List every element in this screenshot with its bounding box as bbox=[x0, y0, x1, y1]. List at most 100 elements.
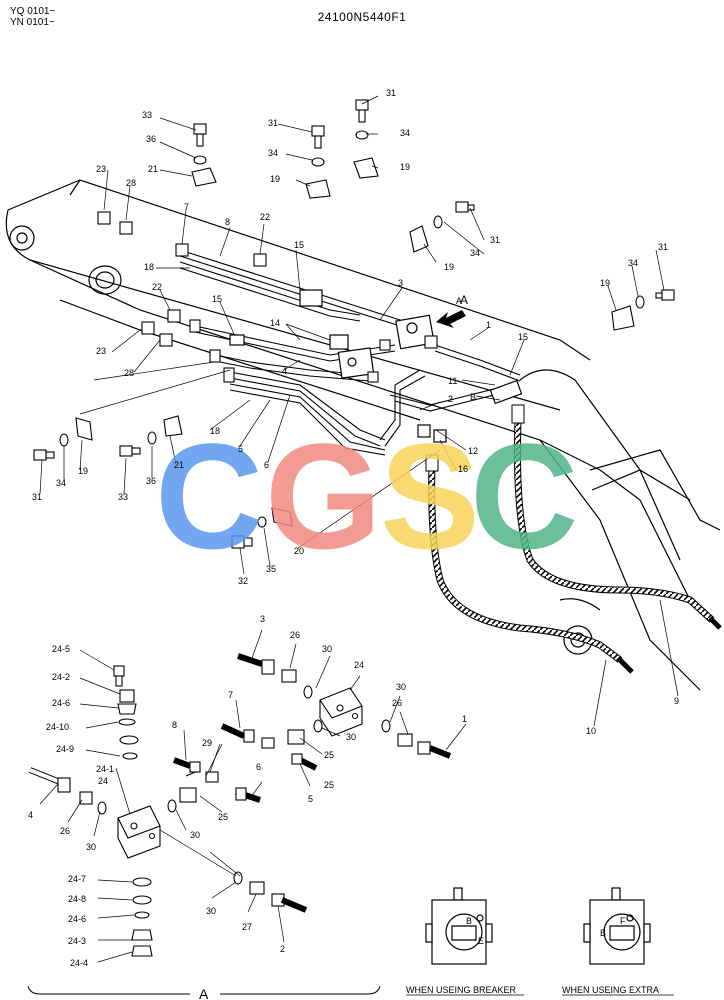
lower-callout: 26 bbox=[290, 630, 300, 640]
lower-callout: 24-1 bbox=[96, 764, 114, 774]
lower-callout: 24-4 bbox=[70, 958, 88, 968]
caption-breaker: WHEN USEING BREAKER bbox=[406, 985, 517, 995]
upper-callout: 11 bbox=[448, 376, 457, 386]
view-arrow-label: A bbox=[460, 293, 468, 307]
lower-callout: 2 bbox=[280, 944, 285, 954]
upper-callout: 31 bbox=[658, 242, 668, 252]
flexible-hoses bbox=[425, 404, 722, 674]
upper-callout: 19 bbox=[400, 162, 410, 172]
upper-callout: 22 bbox=[152, 282, 162, 292]
lower-callout: 24-8 bbox=[68, 894, 86, 904]
upper-callout: 33 bbox=[142, 110, 152, 120]
caption-extra: WHEN USEING EXTRA bbox=[562, 985, 659, 995]
upper-callout: 1 bbox=[486, 320, 491, 330]
upper-callout: 19 bbox=[444, 262, 454, 272]
bolt-33-top bbox=[193, 123, 207, 147]
lower-callout: 25 bbox=[324, 750, 334, 760]
lower-callout: 3 bbox=[260, 614, 265, 624]
lower-callout: 4 bbox=[28, 810, 33, 820]
watermark-letter-1: C bbox=[155, 412, 263, 580]
lower-callout: 29 bbox=[202, 738, 212, 748]
upper-callout: 3 bbox=[398, 278, 403, 288]
upper-callout: 31 bbox=[490, 235, 500, 245]
upper-callout: 9 bbox=[674, 696, 679, 706]
upper-callout: 36 bbox=[146, 134, 156, 144]
upper-callout: 34 bbox=[268, 148, 278, 158]
upper-callout: A bbox=[456, 296, 462, 306]
extra-port-b: B bbox=[600, 928, 606, 938]
lower-callout: 30 bbox=[190, 830, 200, 840]
upper-callout: 31 bbox=[268, 118, 278, 128]
lower-callout: 26 bbox=[60, 826, 70, 836]
upper-callout: 35 bbox=[266, 564, 276, 574]
leader-lines-lower bbox=[39, 629, 467, 963]
upper-callout: 19 bbox=[270, 174, 280, 184]
lower-callout: 8 bbox=[172, 720, 177, 730]
lower-callout: 24-9 bbox=[56, 744, 74, 754]
lower-callout: 7 bbox=[228, 690, 233, 700]
lower-callout: 25 bbox=[324, 780, 334, 790]
watermark: C G S C bbox=[155, 412, 578, 580]
upper-callout: 14 bbox=[270, 318, 280, 328]
lower-callout: 24 bbox=[98, 776, 108, 786]
bolt-31-left bbox=[33, 449, 55, 461]
pipe-fittings bbox=[175, 243, 438, 383]
document-number: 24100N5440F1 bbox=[317, 10, 407, 24]
upper-callout: 32 bbox=[238, 576, 248, 586]
serial-line-2: YN 0101~ bbox=[10, 17, 55, 28]
callouts-lower: 326302424-524-224-624-1024-9730261829253… bbox=[28, 614, 467, 968]
upper-callout: 7 bbox=[184, 202, 189, 212]
lower-callout: 30 bbox=[206, 906, 216, 916]
upper-callout: 6 bbox=[264, 460, 269, 470]
upper-callout: 2 bbox=[448, 394, 453, 404]
upper-callout: 5 bbox=[238, 444, 243, 454]
lower-callout: 24-6 bbox=[52, 698, 70, 708]
lower-callout: 25 bbox=[218, 812, 228, 822]
bolt-32 bbox=[231, 535, 253, 549]
bolt-31-right-b bbox=[655, 289, 675, 301]
serial-line-1: YQ 0101~ bbox=[10, 6, 56, 17]
bolt-33-left bbox=[119, 445, 141, 457]
lower-callout: 30 bbox=[346, 732, 356, 742]
upper-callout: 4 bbox=[282, 366, 287, 376]
lower-callout: 26 bbox=[392, 698, 402, 708]
upper-callout: 34 bbox=[628, 258, 638, 268]
upper-callout: 12 bbox=[468, 446, 478, 456]
lower-callout: 30 bbox=[86, 842, 96, 852]
view-arrow-a[interactable]: A bbox=[436, 293, 468, 328]
upper-callout: 15 bbox=[212, 294, 222, 304]
lower-callout: 24-7 bbox=[68, 874, 86, 884]
upper-callout: 23 bbox=[96, 164, 106, 174]
upper-callout: 28 bbox=[124, 368, 134, 378]
lower-callout: 27 bbox=[242, 922, 252, 932]
upper-callout: 31 bbox=[32, 492, 42, 502]
upper-callout: 31 bbox=[386, 88, 396, 98]
watermark-letter-3: S bbox=[380, 412, 480, 580]
upper-callout: 33 bbox=[118, 492, 128, 502]
upper-callout: 8 bbox=[225, 217, 230, 227]
upper-callout: 28 bbox=[126, 178, 136, 188]
lower-callout: 24-3 bbox=[68, 936, 86, 946]
upper-callout: 34 bbox=[56, 478, 66, 488]
upper-callout: 21 bbox=[148, 164, 158, 174]
lower-callout: 5 bbox=[308, 794, 313, 804]
bolt-31-top-a bbox=[311, 125, 325, 149]
lower-callout: 24-5 bbox=[52, 644, 70, 654]
lower-callout: 24-2 bbox=[52, 672, 70, 682]
serial-range: YQ 0101~ YN 0101~ bbox=[10, 6, 55, 28]
extra-port-f: F bbox=[620, 916, 626, 926]
upper-callout: 16 bbox=[458, 464, 468, 474]
upper-callout: 23 bbox=[96, 346, 106, 356]
upper-callout: 15 bbox=[294, 240, 304, 250]
breaker-port-b: B bbox=[466, 916, 472, 926]
lower-callout: 30 bbox=[396, 682, 406, 692]
clamp-assemblies bbox=[33, 99, 675, 549]
upper-callout: 22 bbox=[260, 212, 270, 222]
upper-callout: 10 bbox=[586, 726, 596, 736]
upper-callout: 15 bbox=[518, 332, 528, 342]
lower-callout: 24-6 bbox=[68, 914, 86, 924]
lower-callout: 6 bbox=[256, 762, 261, 772]
lower-callout: 24-10 bbox=[46, 722, 69, 732]
